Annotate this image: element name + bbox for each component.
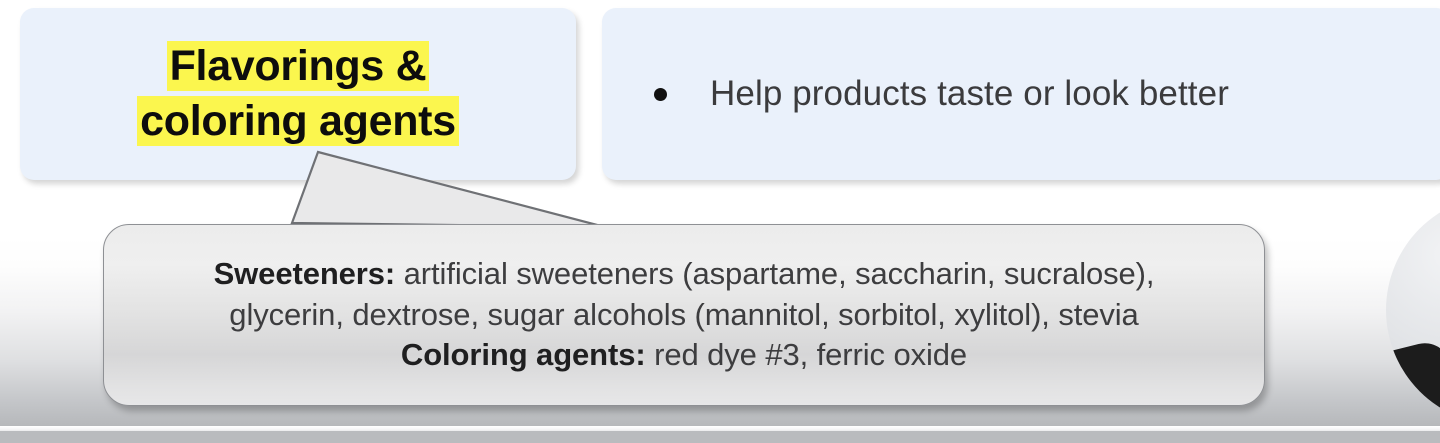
detail-line-2: glycerin, dextrose, sugar alcohols (mann… bbox=[104, 295, 1264, 336]
bullet-panel[interactable]: Help products taste or look better bbox=[602, 8, 1440, 180]
list-item: Help products taste or look better bbox=[654, 74, 1229, 114]
page-title-line-2: coloring agents bbox=[137, 96, 459, 146]
soccer-ball-decoration bbox=[1386, 195, 1440, 425]
sweeteners-value: artificial sweeteners (aspartame, saccha… bbox=[395, 256, 1155, 292]
detail-line-3: Coloring agents: red dye #3, ferric oxid… bbox=[104, 335, 1264, 376]
detail-callout[interactable]: Sweeteners: artificial sweeteners (aspar… bbox=[103, 224, 1265, 406]
sweeteners-value-continued: glycerin, dextrose, sugar alcohols (mann… bbox=[229, 296, 1139, 332]
coloring-agents-value: red dye #3, ferric oxide bbox=[645, 337, 968, 373]
background-divider bbox=[0, 426, 1440, 431]
heading-panel[interactable]: Flavorings & coloring agents bbox=[20, 8, 576, 180]
soccer-ball-patch bbox=[1386, 337, 1440, 425]
page-title: Flavorings & coloring agents bbox=[137, 39, 459, 149]
sweeteners-label: Sweeteners: bbox=[213, 256, 396, 292]
background-footer-bar bbox=[0, 431, 1440, 443]
coloring-agents-label: Coloring agents: bbox=[400, 337, 646, 373]
detail-line-1: Sweeteners: artificial sweeteners (aspar… bbox=[104, 254, 1264, 295]
bullet-item-label: Help products taste or look better bbox=[710, 74, 1229, 113]
page-title-line-1: Flavorings & bbox=[166, 40, 430, 91]
bullet-dot-icon bbox=[654, 87, 667, 101]
